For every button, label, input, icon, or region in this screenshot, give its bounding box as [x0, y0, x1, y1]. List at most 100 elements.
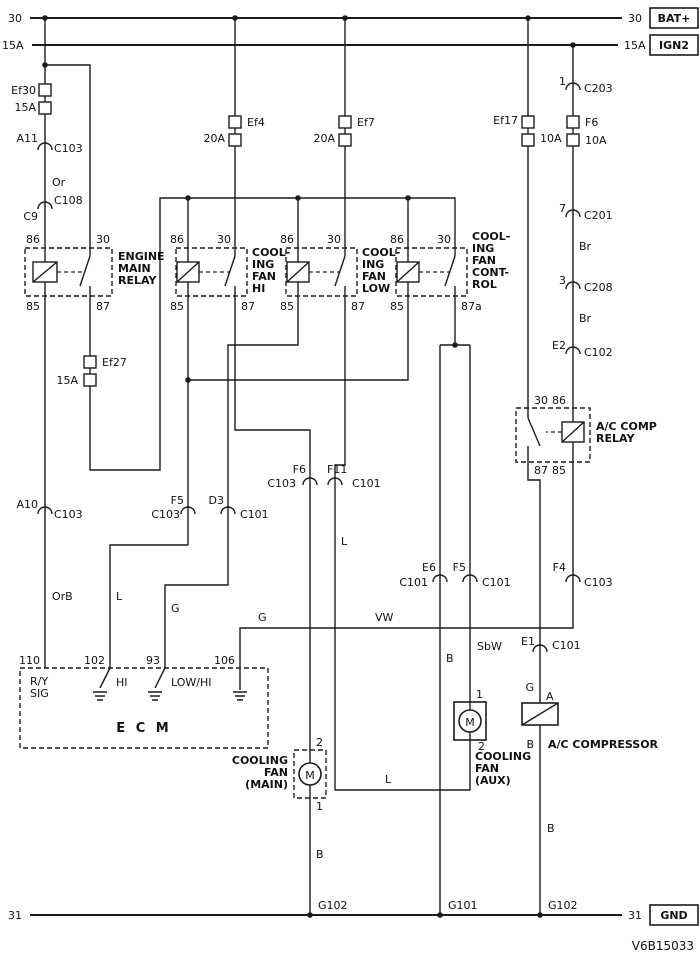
- main-fan-name-1: COOLING: [232, 754, 288, 767]
- connector-f5-c103-pin: F5: [171, 494, 184, 507]
- wire-or: Or: [52, 176, 66, 189]
- bus-15a-right: 15A: [624, 39, 646, 52]
- connector-a11-name: C103: [54, 142, 83, 155]
- compressor-terminal-b: B: [526, 738, 534, 751]
- ecm-label: E C M: [116, 721, 171, 736]
- wire-l-link: L: [385, 773, 392, 786]
- wire-sbw: SbW: [477, 640, 502, 653]
- ground-aux-fan: G101: [448, 899, 478, 912]
- ecm-pin-110-desc-1: R/Y: [30, 675, 48, 688]
- connector-a10-name: C103: [54, 508, 83, 521]
- cooling-fan-hi-relay: 86 30 85 87 COOL- ING FAN HI: [170, 233, 290, 313]
- fuse-ef7: Ef7 20A: [313, 115, 375, 147]
- connector-f5-c101-name: C101: [482, 576, 511, 589]
- ac-relay-terminal-86: 86: [552, 394, 566, 407]
- bus-tag-gnd: GND: [660, 909, 687, 922]
- junction-dots: [42, 15, 576, 918]
- power-bus-30: [30, 17, 622, 916]
- aux-fan-name-3: (AUX): [475, 774, 511, 787]
- connectors: A11 C103 C9 C108 A10 C103 1 C203 7 C201 …: [16, 75, 613, 653]
- emr-terminal-87: 87: [96, 300, 110, 313]
- ecm-module: 110 102 93 106 R/Y SIG HI LOW/HI E C M: [19, 654, 269, 749]
- fuse-f6-name: F6: [585, 116, 598, 129]
- fan-ctrl-terminal-87a: 87a: [461, 300, 482, 313]
- connector-e6-name: C101: [399, 576, 428, 589]
- fuse-ef17-name: Ef17: [493, 114, 518, 127]
- fan-hi-name-2: ING: [252, 258, 274, 271]
- fan-low-terminal-87: 87: [351, 300, 365, 313]
- wire-b-aux: B: [446, 652, 454, 665]
- connector-c203-name: C203: [584, 82, 613, 95]
- fuse-ef27: Ef27 15A: [56, 355, 127, 387]
- fan-ctrl-terminal-85: 85: [390, 300, 404, 313]
- connector-f5-c101-pin: F5: [453, 561, 466, 574]
- bus-30-left: 30: [8, 12, 22, 25]
- ac-compressor: G A B A/C COMPRESSOR: [521, 681, 659, 751]
- main-fan-motor-symbol: M: [305, 769, 315, 782]
- fuse-ef7-rating: 20A: [313, 132, 335, 145]
- fuse-ef27-rating: 15A: [56, 374, 78, 387]
- aux-fan-name-1: COOLING: [475, 750, 531, 763]
- fan-low-terminal-85: 85: [280, 300, 294, 313]
- bus-tag-ign2: IGN2: [659, 39, 689, 52]
- document-number: V6B15033: [632, 939, 694, 953]
- main-fan-name-3: (MAIN): [245, 778, 288, 791]
- aux-fan-terminal-top: 1: [476, 688, 483, 701]
- ac-relay-terminal-85: 85: [552, 464, 566, 477]
- connector-f6-c103-pin: F6: [293, 463, 306, 476]
- fuse-ef30-name: Ef30: [11, 84, 36, 97]
- ground-labels: G102 G101 G102: [318, 899, 578, 912]
- aux-fan-terminal-bottom: 2: [478, 740, 485, 753]
- ecm-pin-93: 93: [146, 654, 160, 667]
- fan-hi-terminal-86: 86: [170, 233, 184, 246]
- emr-terminal-86: 86: [26, 233, 40, 246]
- fan-ctrl-name-5: ROL: [472, 278, 497, 291]
- ecm-pin-106: 106: [214, 654, 235, 667]
- fan-hi-terminal-85: 85: [170, 300, 184, 313]
- fuse-ef27-name: Ef27: [102, 356, 127, 369]
- connector-e1-pin: E1: [521, 635, 535, 648]
- fan-ctrl-name-3: FAN: [472, 254, 496, 267]
- wire-l-ecm: L: [116, 590, 123, 603]
- fan-hi-name-3: FAN: [252, 270, 276, 283]
- fan-low-name-1: COOL-: [362, 246, 400, 259]
- compressor-wire-g: G: [525, 681, 534, 694]
- wire-br-lower: Br: [579, 312, 592, 325]
- connector-f6-c103-name: C103: [267, 477, 296, 490]
- aux-fan-motor-symbol: M: [465, 716, 475, 729]
- bus-30-right: 30: [628, 12, 642, 25]
- bus-tag-bat: BAT+: [658, 12, 691, 25]
- fan-ctrl-terminal-86: 86: [390, 233, 404, 246]
- connector-c201-pin: 7: [559, 202, 566, 215]
- fan-ctrl-terminal-30: 30: [437, 233, 451, 246]
- connector-d3-pin: D3: [209, 494, 224, 507]
- fan-hi-name-4: HI: [252, 282, 265, 295]
- fuse-ef30-rating: 15A: [14, 101, 36, 114]
- compressor-terminal-a: A: [546, 690, 554, 703]
- cooling-fan-control-relay: 86 30 85 87a COOL- ING FAN CONT- ROL: [390, 230, 510, 313]
- emr-terminal-85: 85: [26, 300, 40, 313]
- connector-a10-pin: A10: [16, 498, 38, 511]
- fuse-ef4-rating: 20A: [203, 132, 225, 145]
- connector-c203-pin: 1: [559, 75, 566, 88]
- engine-main-relay: 86 30 85 87 ENGINE MAIN RELAY: [24, 233, 165, 313]
- connector-d3-name: C101: [240, 508, 269, 521]
- connector-f11-pin: F11: [327, 463, 347, 476]
- ground-main-fan: G102: [318, 899, 348, 912]
- fan-low-name-4: LOW: [362, 282, 390, 295]
- main-fan-terminal-top: 2: [316, 736, 323, 749]
- fan-hi-terminal-30: 30: [217, 233, 231, 246]
- wire-vw: VW: [375, 611, 394, 624]
- compressor-name: A/C COMPRESSOR: [548, 738, 659, 751]
- ac-relay-name-2: RELAY: [596, 432, 635, 445]
- fan-ctrl-name-2: ING: [472, 242, 494, 255]
- emr-name-1: ENGINE: [118, 250, 165, 263]
- fan-low-name-2: ING: [362, 258, 384, 271]
- ecm-pin-110: 110: [19, 654, 40, 667]
- fuse-f6-rating: 10A: [585, 134, 607, 147]
- emr-name-3: RELAY: [118, 274, 157, 287]
- connector-c9-pin: C9: [23, 210, 38, 223]
- connector-c208-name: C208: [584, 281, 613, 294]
